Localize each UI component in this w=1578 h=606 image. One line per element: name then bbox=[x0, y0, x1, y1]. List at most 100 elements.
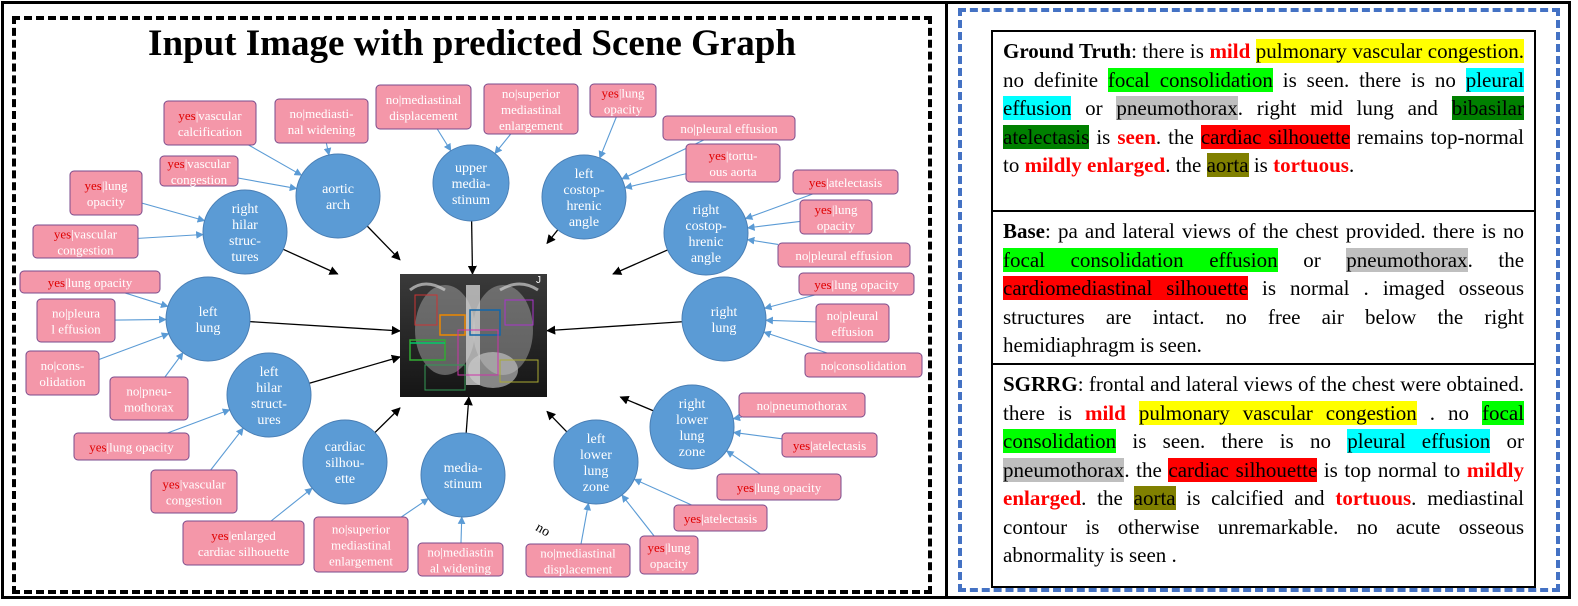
attribute-value: yes bbox=[178, 108, 195, 123]
attribute-value: no bbox=[52, 306, 65, 321]
node-label: hilar bbox=[256, 381, 282, 396]
attribute-value: yes bbox=[684, 511, 701, 526]
svg-text:yes|tortu-: yes|tortu- bbox=[709, 148, 758, 163]
attribute-edge bbox=[624, 173, 687, 190]
attribute-name: |lung bbox=[102, 178, 128, 193]
attribute-value: no bbox=[386, 92, 399, 107]
attribute-edge bbox=[137, 231, 204, 239]
finding-focal-consolidation: focal consolidation bbox=[1107, 67, 1273, 92]
node-label: stinum bbox=[444, 477, 482, 492]
section-divider bbox=[993, 210, 1534, 212]
svg-text:yes|lung: yes|lung bbox=[601, 86, 645, 101]
node-label: costop- bbox=[563, 183, 605, 198]
attribute-edge bbox=[98, 332, 170, 360]
attribute-name: mothorax bbox=[124, 400, 174, 415]
svg-text:yes|atelectasis: yes|atelectasis bbox=[809, 175, 882, 190]
finding-pulmonary-vascular-congestion: pulmonary vascular congestion bbox=[1138, 400, 1417, 425]
attribute-edge bbox=[436, 128, 452, 152]
finding-pneumothorax: pneumothorax bbox=[1003, 457, 1125, 482]
attribute-box: no|pleural effusion bbox=[36, 298, 116, 343]
svg-text:yes|lung opacity: yes|lung opacity bbox=[737, 480, 822, 495]
finding-pulmonary-vascular-congestion: pulmonary vascular congestion. bbox=[1255, 39, 1525, 63]
attribute-value: no bbox=[821, 358, 834, 373]
finding-aorta: aorta bbox=[1206, 153, 1249, 177]
node-label: ures bbox=[257, 413, 280, 428]
attribute-name: |tortu- bbox=[726, 148, 757, 163]
svg-text:no|mediasti-: no|mediasti- bbox=[290, 106, 354, 121]
attribute-name: |lung bbox=[619, 86, 645, 101]
attribute-name: |vascular bbox=[196, 108, 243, 123]
attribute-box: yes|lung opacity bbox=[73, 432, 190, 461]
xray-marker: J bbox=[536, 275, 541, 286]
attribute-name: ous aorta bbox=[709, 164, 757, 179]
svg-text:no|pneumothorax: no|pneumothorax bbox=[757, 398, 848, 413]
attribute-name: |atelectasis bbox=[826, 175, 882, 190]
attribute-box: yes|atelectasis bbox=[673, 504, 768, 532]
node-label: right bbox=[232, 202, 259, 217]
attribute-name: |pleural effusion bbox=[693, 121, 778, 136]
attribute-name: congestion bbox=[171, 172, 228, 187]
attribute-name: |vascular bbox=[71, 227, 118, 242]
node-label: lung bbox=[712, 321, 737, 336]
attribute-name: |lung bbox=[665, 540, 691, 555]
attribute-edge bbox=[141, 202, 206, 223]
attribute-box: no|pleural effusion bbox=[777, 242, 911, 268]
attribute-name: |pleura bbox=[65, 306, 100, 321]
svg-text:no|pleural: no|pleural bbox=[827, 308, 879, 323]
node-label: aortic bbox=[322, 182, 354, 197]
node-label: hilar bbox=[232, 218, 258, 233]
attribute-edge bbox=[732, 413, 743, 422]
attribute-name: |cons- bbox=[54, 358, 85, 373]
attribute-name: mediastinal bbox=[331, 538, 391, 553]
attribute-name: |superior bbox=[515, 86, 561, 101]
finding-cardiac-silhouette: cardiac silhouette bbox=[1200, 124, 1351, 149]
attribute-name: olidation bbox=[39, 374, 86, 389]
attribute-edge bbox=[765, 316, 817, 325]
attribute-name: |pleural bbox=[840, 308, 879, 323]
attribute-value: no bbox=[757, 398, 770, 413]
node-label: zone bbox=[583, 480, 609, 495]
attribute-name: calcification bbox=[178, 124, 243, 139]
attribute-edge bbox=[457, 516, 466, 544]
node-label: angle bbox=[691, 251, 721, 266]
svg-text:yes|lung opacity: yes|lung opacity bbox=[814, 277, 899, 292]
attribute-name: |enlarged bbox=[229, 528, 277, 543]
attribute-edge bbox=[210, 427, 244, 471]
attribute-name: opacity bbox=[87, 194, 126, 209]
node-label: zone bbox=[679, 445, 705, 460]
attribute-value: yes bbox=[814, 277, 831, 292]
node-label: cardiac bbox=[325, 440, 365, 455]
attribute-name: opacity bbox=[650, 556, 689, 571]
svg-text:yes|vascular: yes|vascular bbox=[54, 227, 118, 242]
attribute-value: yes bbox=[737, 480, 754, 495]
node-label: left bbox=[260, 365, 279, 380]
node-label: arch bbox=[326, 198, 350, 213]
attribute-name: l effusion bbox=[51, 322, 101, 337]
attribute-name: mediastinal bbox=[501, 102, 561, 117]
attribute-name: |lung opacity bbox=[65, 275, 133, 290]
finding-cardiomediastinal-silhouette: cardiomediastinal silhouette bbox=[1003, 276, 1248, 300]
attribute-edge bbox=[763, 294, 815, 311]
node-label: lung bbox=[584, 464, 609, 479]
attribute-name: al widening bbox=[430, 561, 492, 576]
section-divider bbox=[993, 363, 1534, 365]
attribute-name: opacity bbox=[817, 218, 856, 233]
relation-edge bbox=[467, 220, 477, 275]
attribute-edge bbox=[763, 330, 828, 354]
node-label: lower bbox=[676, 413, 708, 428]
attribute-value: no bbox=[502, 86, 515, 101]
